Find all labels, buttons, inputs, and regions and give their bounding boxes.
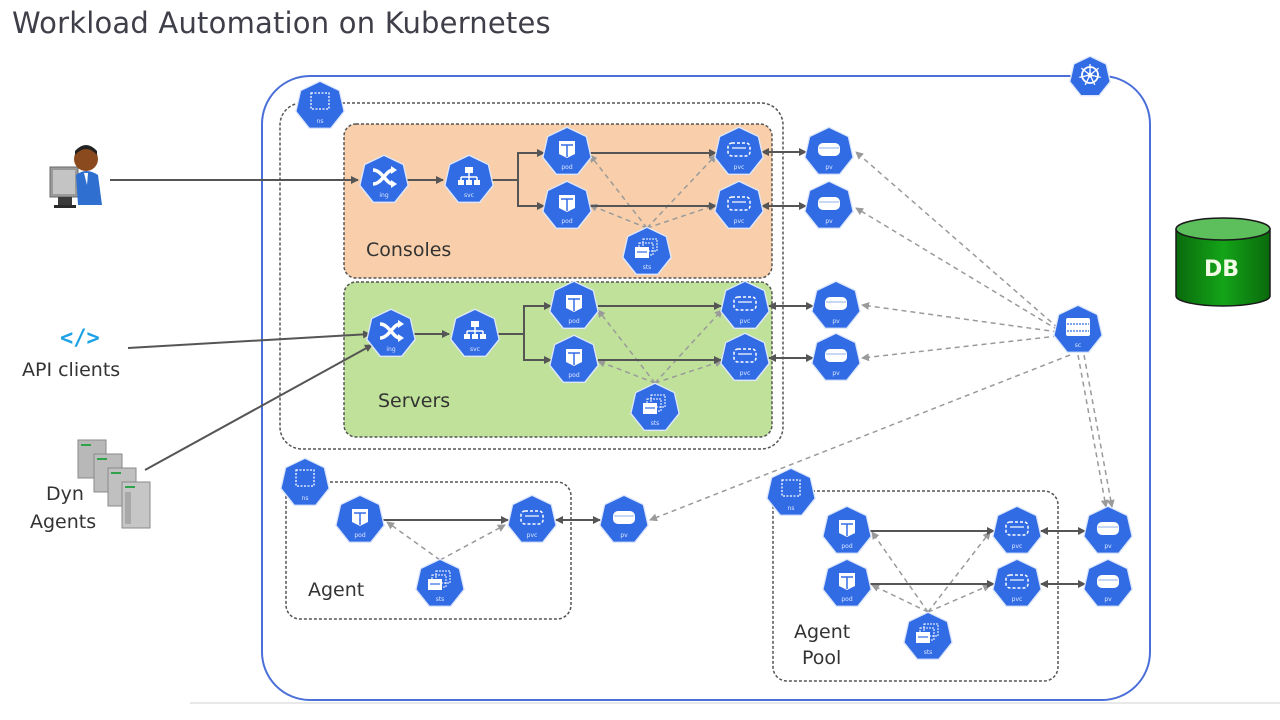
agent-pool-pvc-1-label: pvc xyxy=(1012,543,1023,550)
agent-pod-label: pod xyxy=(354,532,365,539)
agent-statefulset-label: sts xyxy=(436,596,445,603)
servers-ingress-icon[interactable]: ing xyxy=(366,308,416,358)
consoles-pv-1-icon[interactable]: pv xyxy=(804,126,854,176)
namespace-icon-agent-pool-label: ns xyxy=(788,505,795,512)
agent-label: Agent xyxy=(308,579,364,601)
consoles-statefulset-icon[interactable]: sts xyxy=(622,226,672,276)
servers-pod-2-label: pod xyxy=(568,372,579,379)
servers-pv-1-label: pv xyxy=(832,318,840,325)
consoles-pvc-2-icon[interactable]: pvc xyxy=(714,180,764,230)
namespace-icon-main-label: ns xyxy=(317,118,324,125)
agent-pool-pod-2-icon[interactable]: pod xyxy=(822,558,872,608)
namespace-icon-main[interactable]: ns xyxy=(295,80,345,130)
servers-service-icon[interactable]: svc xyxy=(450,308,500,358)
consoles-pv-2-icon[interactable]: pv xyxy=(804,180,854,230)
namespace-icon-agent-pool[interactable]: ns xyxy=(766,467,816,517)
consoles-pod-1-icon[interactable]: pod xyxy=(542,126,592,176)
consoles-pvc-1-label: pvc xyxy=(734,164,745,171)
servers-pod-2-icon[interactable]: pod xyxy=(549,334,599,384)
servers-service-label: svc xyxy=(470,346,480,353)
servers-statefulset-icon[interactable]: sts xyxy=(630,382,680,432)
kubernetes-helm-icon[interactable] xyxy=(1069,55,1111,97)
servers-pv-2-icon[interactable]: pv xyxy=(811,332,861,382)
agent-pool-pv-1-icon[interactable]: pv xyxy=(1083,505,1133,555)
consoles-statefulset-label: sts xyxy=(643,264,652,271)
kubernetes-nodes: ns ing svc pod pod pvc pvc sts pv pv ing svc pod pod p… xyxy=(280,55,1133,661)
agent-pool-pod-1-label: pod xyxy=(841,543,852,550)
agent-pool-pod-2-label: pod xyxy=(841,596,852,603)
page-title: Workload Automation on Kubernetes xyxy=(12,6,551,40)
servers-pvc-1-icon[interactable]: pvc xyxy=(720,280,770,330)
agent-pool-pvc-2-icon[interactable]: pvc xyxy=(992,558,1042,608)
servers-label: Servers xyxy=(378,390,450,412)
agent-pool-pv-1-label: pv xyxy=(1104,543,1112,550)
agent-pod-icon[interactable]: pod xyxy=(335,494,385,544)
storage-class-label: sc xyxy=(1075,342,1081,349)
agent-statefulset-icon[interactable]: sts xyxy=(415,558,465,608)
agent-pool-statefulset-icon[interactable]: sts xyxy=(903,611,953,661)
agent-pool-pv-2-label: pv xyxy=(1104,596,1112,603)
consoles-pv-1-label: pv xyxy=(825,164,833,171)
namespace-box-agent-pool xyxy=(772,490,1059,682)
solid-connections xyxy=(110,148,1086,588)
consoles-service-label: svc xyxy=(464,192,474,199)
code-brackets-icon: </> xyxy=(60,326,100,351)
database-cylinder-icon[interactable]: DB xyxy=(1175,217,1271,307)
servers-ingress-label: ing xyxy=(386,346,395,353)
cluster-boundary xyxy=(261,75,1151,701)
namespace-icon-agent-label: ns xyxy=(302,495,309,502)
agent-pool-pod-1-icon[interactable]: pod xyxy=(822,505,872,555)
db-label: DB xyxy=(1204,257,1239,282)
agent-pool-statefulset-label: sts xyxy=(924,649,933,656)
user-workstation-icon[interactable] xyxy=(49,145,102,208)
agent-pool-pvc-1-icon[interactable]: pvc xyxy=(992,505,1042,555)
servers-pv-2-label: pv xyxy=(832,370,840,377)
consoles-ingress-icon[interactable]: ing xyxy=(359,154,409,204)
servers-statefulset-label: sts xyxy=(651,420,660,427)
agent-pvc-label: pvc xyxy=(527,532,538,539)
dyn-agents-label-line2: Agents xyxy=(30,511,96,533)
namespace-icon-agent[interactable]: ns xyxy=(280,457,330,507)
consoles-ingress-label: ing xyxy=(379,192,388,199)
servers-pod-1-icon[interactable]: pod xyxy=(549,280,599,330)
servers-pod-1-label: pod xyxy=(568,318,579,325)
agent-pool-label-line2: Pool xyxy=(802,647,841,669)
agent-pool-pvc-2-label: pvc xyxy=(1012,596,1023,603)
storage-class-icon[interactable]: sc xyxy=(1053,304,1103,354)
consoles-label: Consoles xyxy=(366,239,451,261)
consoles-pv-2-label: pv xyxy=(825,218,833,225)
servers-pv-1-icon[interactable]: pv xyxy=(811,280,861,330)
agent-pool-label-line1: Agent xyxy=(794,621,850,643)
agent-pv-label: pv xyxy=(620,532,628,539)
api-clients-label: API clients xyxy=(22,359,120,381)
consoles-pvc-2-label: pvc xyxy=(734,218,745,225)
dashed-connections xyxy=(386,151,1115,613)
agent-pv-icon[interactable]: pv xyxy=(599,494,649,544)
consoles-pod-1-label: pod xyxy=(561,164,572,171)
agent-pvc-icon[interactable]: pvc xyxy=(507,494,557,544)
servers-pvc-1-label: pvc xyxy=(740,318,751,325)
consoles-pod-2-label: pod xyxy=(561,218,572,225)
servers-pvc-2-icon[interactable]: pvc xyxy=(720,332,770,382)
consoles-pvc-1-icon[interactable]: pvc xyxy=(714,126,764,176)
dyn-agents-label-line1: Dyn xyxy=(46,483,84,505)
consoles-pod-2-icon[interactable]: pod xyxy=(542,180,592,230)
consoles-service-icon[interactable]: svc xyxy=(444,154,494,204)
server-rack-icon[interactable] xyxy=(77,439,151,529)
agent-pool-pv-2-icon[interactable]: pv xyxy=(1083,558,1133,608)
servers-pvc-2-label: pvc xyxy=(740,370,751,377)
